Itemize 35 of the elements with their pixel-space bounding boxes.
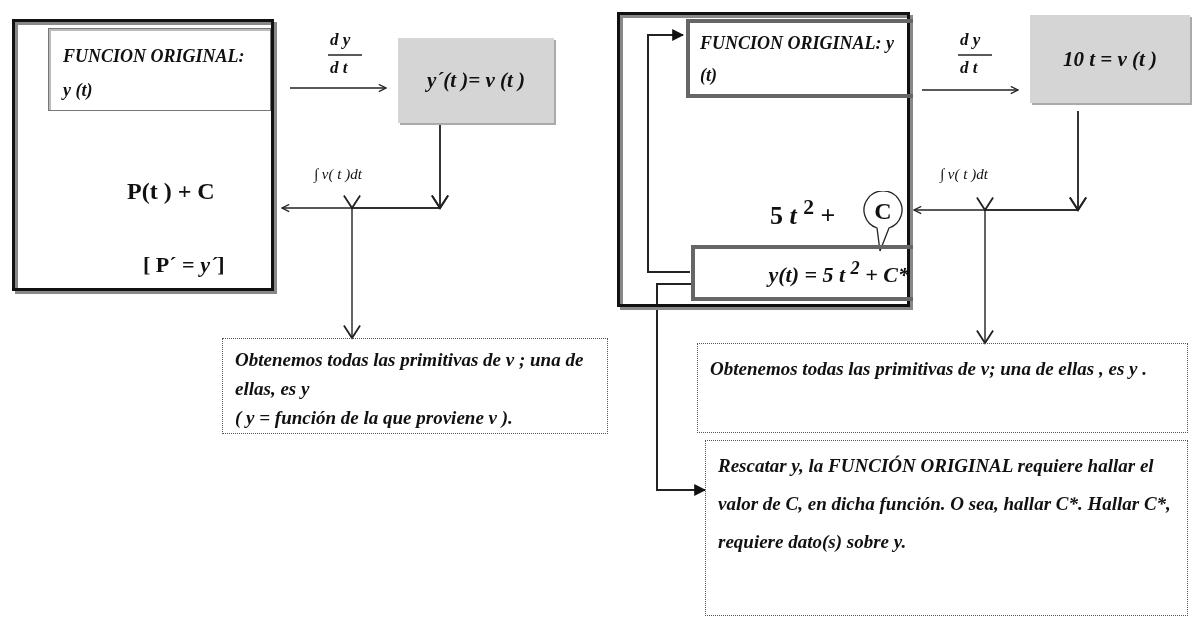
note-text: Obtenemos todas las primitivas de v ; una de ellas, es y	[235, 348, 585, 401]
edge-label: ∫ v( t )dt	[312, 166, 364, 183]
note-box	[222, 338, 608, 434]
fraction-term: d t	[330, 58, 348, 78]
arrow	[647, 29, 691, 273]
edge-label: ∫ v( t )dt	[938, 166, 990, 183]
arrow	[343, 122, 449, 340]
formula-text: P(t ) + C	[127, 178, 215, 205]
formula-text: [ P´ = y´]	[143, 252, 225, 278]
fraction-term: d y	[960, 30, 981, 50]
note-text: Obtenemos todas las primitivas de v; una de ellas , es y .	[710, 357, 1148, 381]
callout-letter: C	[873, 197, 893, 225]
arrow	[656, 283, 707, 496]
formula-text: 10 t = v (t )	[1062, 46, 1158, 72]
derivative-box	[1030, 15, 1190, 103]
fraction-term: d t	[960, 58, 978, 78]
arrow	[921, 85, 1019, 95]
formula-box	[691, 245, 913, 301]
fraction-term: d y	[330, 30, 351, 50]
note-text: Rescatar y, la FUNCIÓN ORIGINAL requiere hallar el valor de C, en dicha función. O sea, hallar C*. Hallar C*, requiere dato(s) sobre y.	[718, 454, 1172, 554]
formula-text: y´(t )= v (t )	[426, 68, 526, 93]
formula-text: FUNCION ORIGINAL: y (t)	[63, 46, 245, 100]
note-box	[705, 440, 1188, 616]
callout-bubble	[863, 191, 903, 253]
arrow	[976, 110, 1087, 345]
arrow	[289, 83, 387, 93]
function-frame	[617, 12, 910, 307]
function-title-box	[48, 28, 271, 111]
function-frame	[12, 19, 274, 291]
formula-text: FUNCION ORIGINAL: y (t)	[700, 33, 894, 85]
note-box	[697, 343, 1188, 433]
derivative-box	[398, 38, 554, 123]
function-title-box	[686, 19, 913, 98]
note-text: ( y = función de la que proviene v ).	[235, 406, 514, 430]
formula-text: 5 t $^{2}$ +	[770, 195, 836, 231]
